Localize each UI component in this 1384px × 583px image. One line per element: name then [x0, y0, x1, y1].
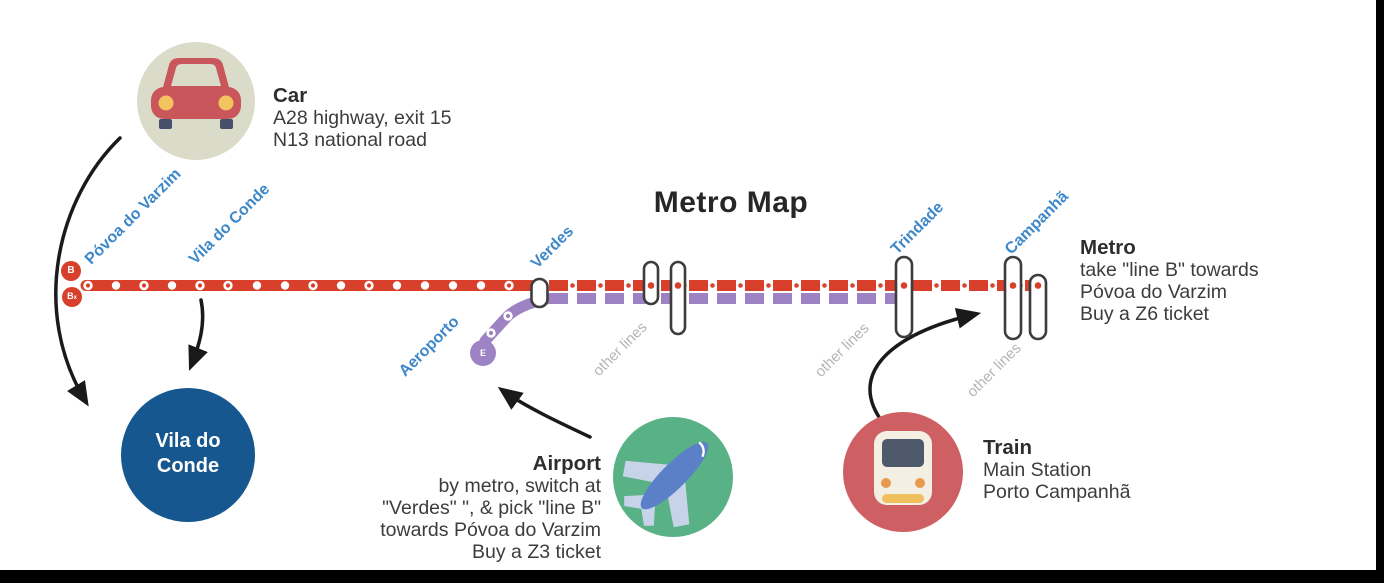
campanha-marker — [1003, 255, 1023, 341]
train-note-title: Train — [983, 436, 1032, 459]
arrow-train-to-campanha — [868, 308, 982, 426]
arrow-car-to-destination — [54, 136, 122, 407]
metro-note-title: Metro — [1080, 236, 1136, 259]
trindade-marker — [894, 255, 914, 339]
airport-note: Airport by metro, switch at "Verdes" ", … — [301, 452, 601, 563]
line-bx-badge-label: Bx — [67, 291, 77, 302]
branch-station-dot — [503, 311, 513, 321]
destination-label: Vila do Conde — [155, 430, 221, 477]
destination-circle — [121, 388, 255, 522]
right-border — [1376, 0, 1384, 583]
station-markers — [530, 255, 1048, 341]
line-bx-badge — [62, 287, 82, 307]
metro-note: Metro take "line B" towards Póvoa do Var… — [1080, 236, 1259, 326]
train-note: Train Main Station Porto Campanhã — [983, 436, 1131, 504]
verdes-marker — [530, 277, 549, 309]
arrow-line-to-destination — [188, 298, 208, 371]
train-icon — [843, 412, 963, 532]
line-b — [61, 261, 1038, 307]
station-dots — [83, 280, 514, 291]
interchange-marker — [669, 260, 687, 336]
car-note-title: Car — [273, 84, 308, 107]
arrow-airport-to-branch — [497, 386, 592, 439]
airplane-icon — [613, 417, 733, 537]
line-e-badge-label: E — [479, 348, 486, 358]
branch-station-dot — [486, 328, 496, 338]
page-title: Metro Map — [653, 186, 809, 219]
car-icon — [137, 42, 255, 160]
line-b-badge-label: B — [67, 265, 75, 276]
bottom-border — [0, 570, 1384, 583]
airport-note-title: Airport — [532, 452, 601, 475]
campanha-marker-2 — [1028, 273, 1048, 341]
car-note: Car A28 highway, exit 15 N13 national ro… — [273, 84, 452, 152]
aeroporto-terminus — [470, 340, 496, 366]
line-b-badge — [61, 261, 81, 281]
